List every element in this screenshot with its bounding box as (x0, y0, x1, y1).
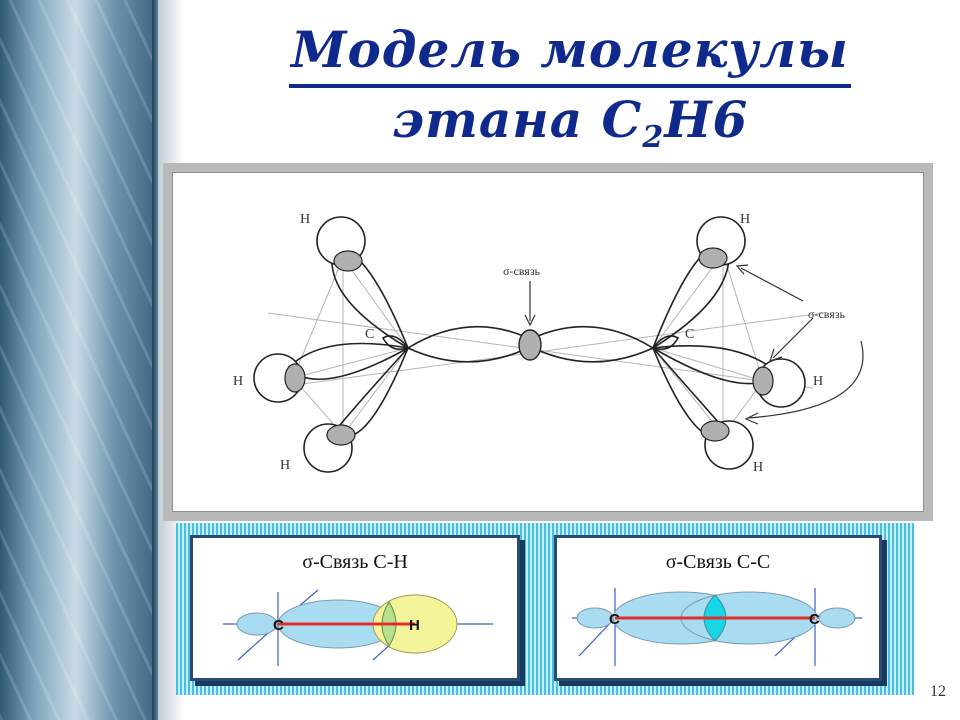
sigma-ch-svg: σ-Связь С-Н C H (223, 551, 493, 666)
sigma-bond-examples-panel: σ-Связь С-Н C H σ-Связь С-С (176, 523, 914, 695)
h-label-mid-left: H (233, 374, 243, 389)
card-sigma-cc: σ-Связь С-С C C (554, 535, 882, 681)
cc-atom-c2: C (809, 611, 820, 628)
diagram-frame: σ-связь σ-связь C C H H H H H H (172, 172, 924, 512)
title-line-1: Модель молекулы (289, 18, 851, 88)
left-ch-overlaps (284, 250, 363, 446)
h-label-mid-right: H (813, 374, 823, 389)
cc-atom-c1: C (609, 611, 620, 628)
right-carbon-label: C (685, 327, 694, 342)
h-label-top-right: H (740, 212, 750, 227)
title-line-2-suffix: Н6 (664, 90, 749, 149)
decorative-side-strip (0, 0, 158, 720)
title-subscript: 2 (642, 120, 665, 155)
c1-small-lobe (576, 607, 614, 629)
h-label-bottom-right: H (753, 460, 763, 475)
sigma-bond-label-center: σ-связь (503, 264, 541, 278)
left-carbon-orbitals (286, 248, 411, 437)
right-ch-overlaps (698, 247, 774, 442)
left-carbon-label: C (365, 327, 374, 342)
ch-atom-h: H (409, 617, 420, 634)
ch-atom-c: C (273, 617, 284, 634)
annotation-arrows (524, 264, 864, 425)
card-cc-title: σ-Связь С-С (666, 551, 771, 573)
diagram-svg: σ-связь σ-связь C C H H H H H H (233, 212, 864, 475)
card-ch-title: σ-Связь С-Н (302, 551, 408, 573)
card-sigma-ch: σ-Связь С-Н C H (190, 535, 520, 681)
slide-title: Модель молекулы этана С2Н6 (200, 18, 940, 176)
ethane-orbital-diagram: σ-связь σ-связь C C H H H H H H (163, 163, 933, 521)
sigma-bond-label-right: σ-связь (808, 307, 846, 321)
right-carbon-orbitals (650, 243, 780, 439)
page-number: 12 (930, 683, 946, 700)
title-line-2-text: этана С (391, 90, 643, 149)
c-small-lobe (236, 612, 278, 636)
sigma-cc-svg: σ-Связь С-С C C (572, 551, 862, 666)
h-label-bottom-left: H (280, 458, 290, 473)
cc-overlap-region (518, 329, 542, 361)
h-label-top-left: H (300, 212, 310, 227)
c2-small-lobe (818, 607, 856, 629)
